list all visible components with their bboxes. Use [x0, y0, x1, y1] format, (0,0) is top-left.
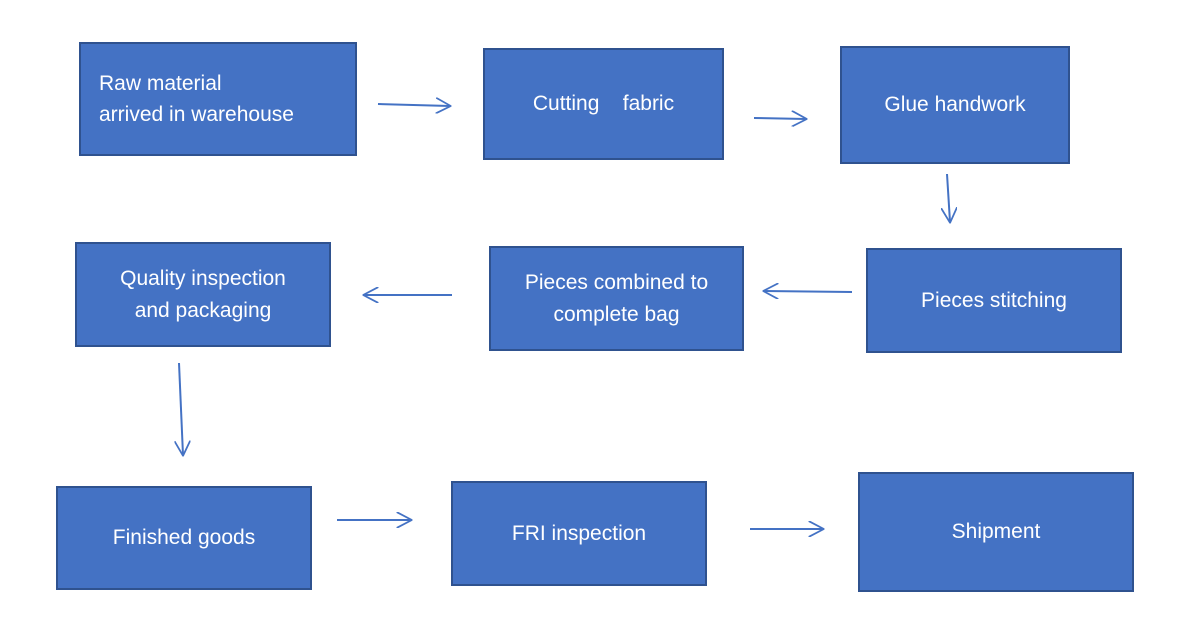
step-label-line: complete bag	[553, 302, 680, 326]
step-label-line: FRI inspection	[511, 521, 647, 545]
step-label-line: Pieces stitching	[921, 288, 1067, 312]
step-quality-inspection: Quality inspection and packaging	[75, 242, 331, 347]
step-label-line: Quality inspection	[120, 267, 286, 290]
step-label-line: Pieces combined to	[524, 271, 709, 294]
step-label-line: Shipment	[951, 520, 1041, 544]
step-finished-goods: Finished goods	[56, 486, 312, 590]
step-label-line: Finished goods	[112, 526, 256, 550]
step-label-line: Cutting fabric	[532, 92, 675, 116]
step-shipment: Shipment	[858, 472, 1134, 592]
step-label-line: and packaging	[134, 298, 272, 322]
step-fri-inspection: FRI inspection	[451, 481, 707, 586]
step-label-line: arrived in warehouse	[99, 103, 294, 126]
step-label-line: Raw material	[99, 71, 222, 95]
step-raw-material-arrived: Raw material arrived in warehouse	[79, 42, 357, 156]
arrow-2-to-3	[753, 118, 806, 119]
arrow-1-to-2	[377, 104, 450, 106]
step-cutting-fabric: Cutting fabric	[483, 48, 724, 160]
arrow-3-to-4	[947, 173, 950, 222]
arrow-4-to-5	[764, 291, 853, 292]
step-pieces-combined: Pieces combined to complete bag	[489, 246, 744, 351]
arrow-6-to-7	[179, 362, 183, 455]
step-label-line: Glue handwork	[884, 93, 1026, 117]
step-pieces-stitching: Pieces stitching	[866, 248, 1122, 353]
step-glue-handwork: Glue handwork	[840, 46, 1070, 164]
